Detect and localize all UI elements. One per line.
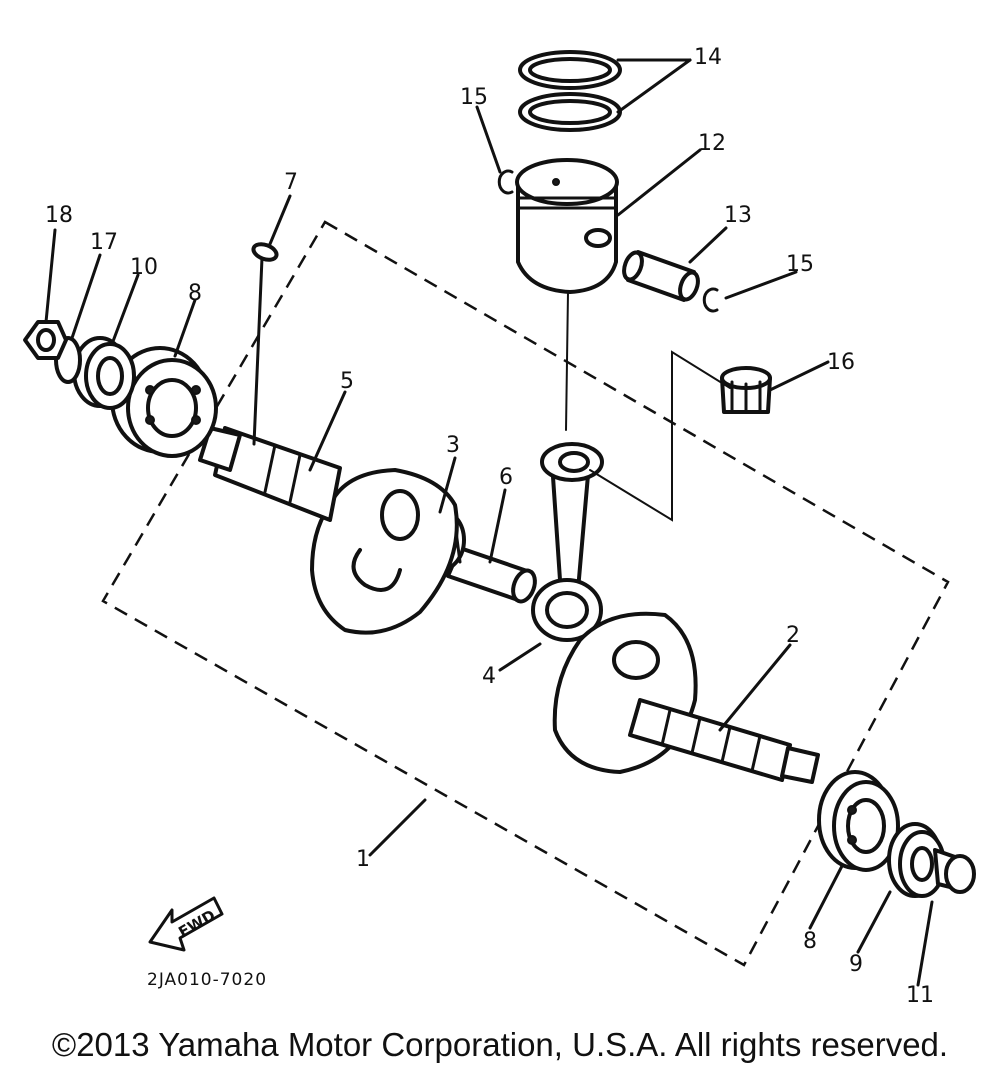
label-10: 10 (130, 255, 158, 280)
circlip-right (702, 287, 719, 313)
piston-rings (518, 50, 622, 132)
label-16: 16 (827, 350, 855, 375)
label-8-right: 8 (803, 929, 817, 954)
piston (515, 158, 619, 294)
connecting-rod (531, 442, 604, 642)
label-12: 12 (698, 131, 726, 156)
nut (23, 320, 68, 360)
crank-pin (446, 546, 537, 604)
label-1: 1 (356, 847, 370, 872)
leader-lines (44, 58, 934, 987)
small-end-bearing (720, 366, 772, 414)
copyright-notice: ©2013 Yamaha Motor Corporation, U.S.A. A… (51, 1026, 949, 1063)
label-4: 4 (482, 664, 496, 689)
label-15-right: 15 (786, 252, 814, 277)
left-oil-seal (72, 336, 136, 410)
label-17: 17 (90, 230, 118, 255)
woodruff-key (251, 242, 279, 262)
centerlines (565, 291, 731, 522)
left-bearing (110, 346, 218, 458)
label-8-left: 8 (188, 281, 202, 306)
label-9: 9 (849, 952, 863, 977)
right-bearing (817, 770, 900, 872)
circlip-left (497, 169, 514, 195)
label-15-top: 15 (460, 85, 488, 110)
label-5: 5 (340, 369, 354, 394)
assembly-boundary (101, 220, 950, 967)
fwd-arrow-icon: FWD (148, 896, 224, 952)
piston-pin (622, 250, 700, 302)
right-crankshaft-half (552, 611, 820, 784)
label-11: 11 (906, 983, 934, 1008)
label-18: 18 (45, 203, 73, 228)
label-2: 2 (786, 623, 800, 648)
label-14: 14 (694, 45, 722, 70)
label-3: 3 (446, 433, 460, 458)
label-13: 13 (724, 203, 752, 228)
diagram-code: 2JA010-7020 (147, 970, 267, 990)
label-7: 7 (284, 170, 298, 195)
spacer (933, 848, 976, 894)
left-crankshaft-half (198, 426, 459, 635)
label-6: 6 (499, 465, 513, 490)
